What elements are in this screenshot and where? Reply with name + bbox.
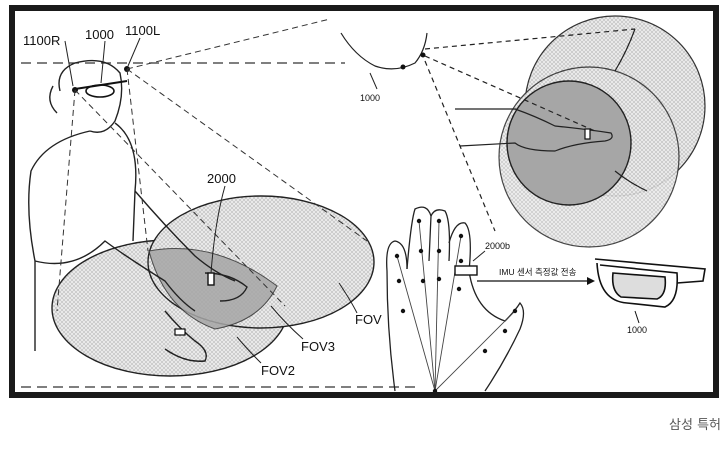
label-fov2: FOV2 (261, 363, 295, 378)
arrow-head-icon (587, 277, 595, 285)
ring-device (207, 272, 215, 286)
label-fov3: FOV3 (301, 339, 335, 354)
left-glasses (72, 66, 130, 98)
imu-points (394, 218, 518, 392)
patent-figure: 1100R 1000 1100L 2000 FOV FOV3 FOV2 (9, 5, 719, 398)
label-1100l: 1100L (125, 23, 160, 38)
wrist-ring-device (454, 265, 478, 276)
leader-lines (64, 37, 358, 364)
label-bottom-right-1000: 1000 (627, 325, 647, 335)
label-top-right-1000: 1000 (360, 93, 380, 103)
label-2000b: 2000b (485, 241, 510, 251)
ring-device-2 (174, 328, 186, 336)
projection-lines (56, 18, 368, 312)
caption-source: 삼성 특허 (669, 418, 721, 433)
top-right-scene (340, 15, 706, 248)
label-1100r: 1100R (23, 33, 60, 48)
fov3-overlap (148, 248, 278, 330)
label-1000: 1000 (85, 27, 114, 42)
right-glasses (594, 258, 706, 324)
label-2000: 2000 (207, 171, 236, 186)
person-drawing (28, 59, 248, 362)
label-fov1: FOV (355, 312, 382, 327)
patent-drawing: 1100R 1000 1100L 2000 FOV FOV3 FOV2 (15, 11, 713, 392)
imu-transmit-text: IMU 센서 측정값 전송 (499, 267, 577, 277)
